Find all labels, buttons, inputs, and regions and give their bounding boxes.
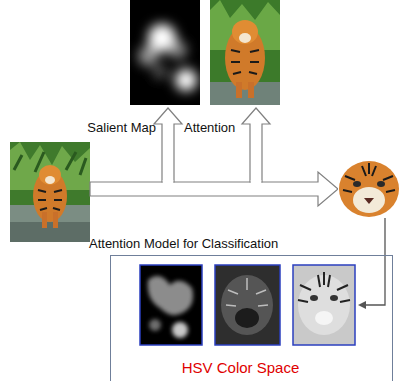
arrow-joint: [163, 180, 174, 184]
salient-map: [130, 0, 200, 105]
flow-line: [364, 218, 385, 305]
box-caption: HSV Color Space: [182, 359, 300, 377]
module-box: Attention Model for ClassificationHSV Co…: [110, 255, 393, 381]
hsv-value: [293, 265, 355, 345]
hsv-hue: [140, 265, 202, 345]
image-label: Attention: [184, 120, 235, 135]
arrow-joint: [251, 180, 262, 184]
tiger-photo: [10, 142, 90, 242]
image-label: Salient Map: [87, 120, 156, 135]
hsv-saturation: [215, 265, 280, 345]
attention-photo: [210, 0, 280, 105]
tiger-face: [338, 160, 400, 218]
box-heading: Attention Model for Classification: [89, 236, 278, 252]
arrowhead: [358, 301, 366, 309]
